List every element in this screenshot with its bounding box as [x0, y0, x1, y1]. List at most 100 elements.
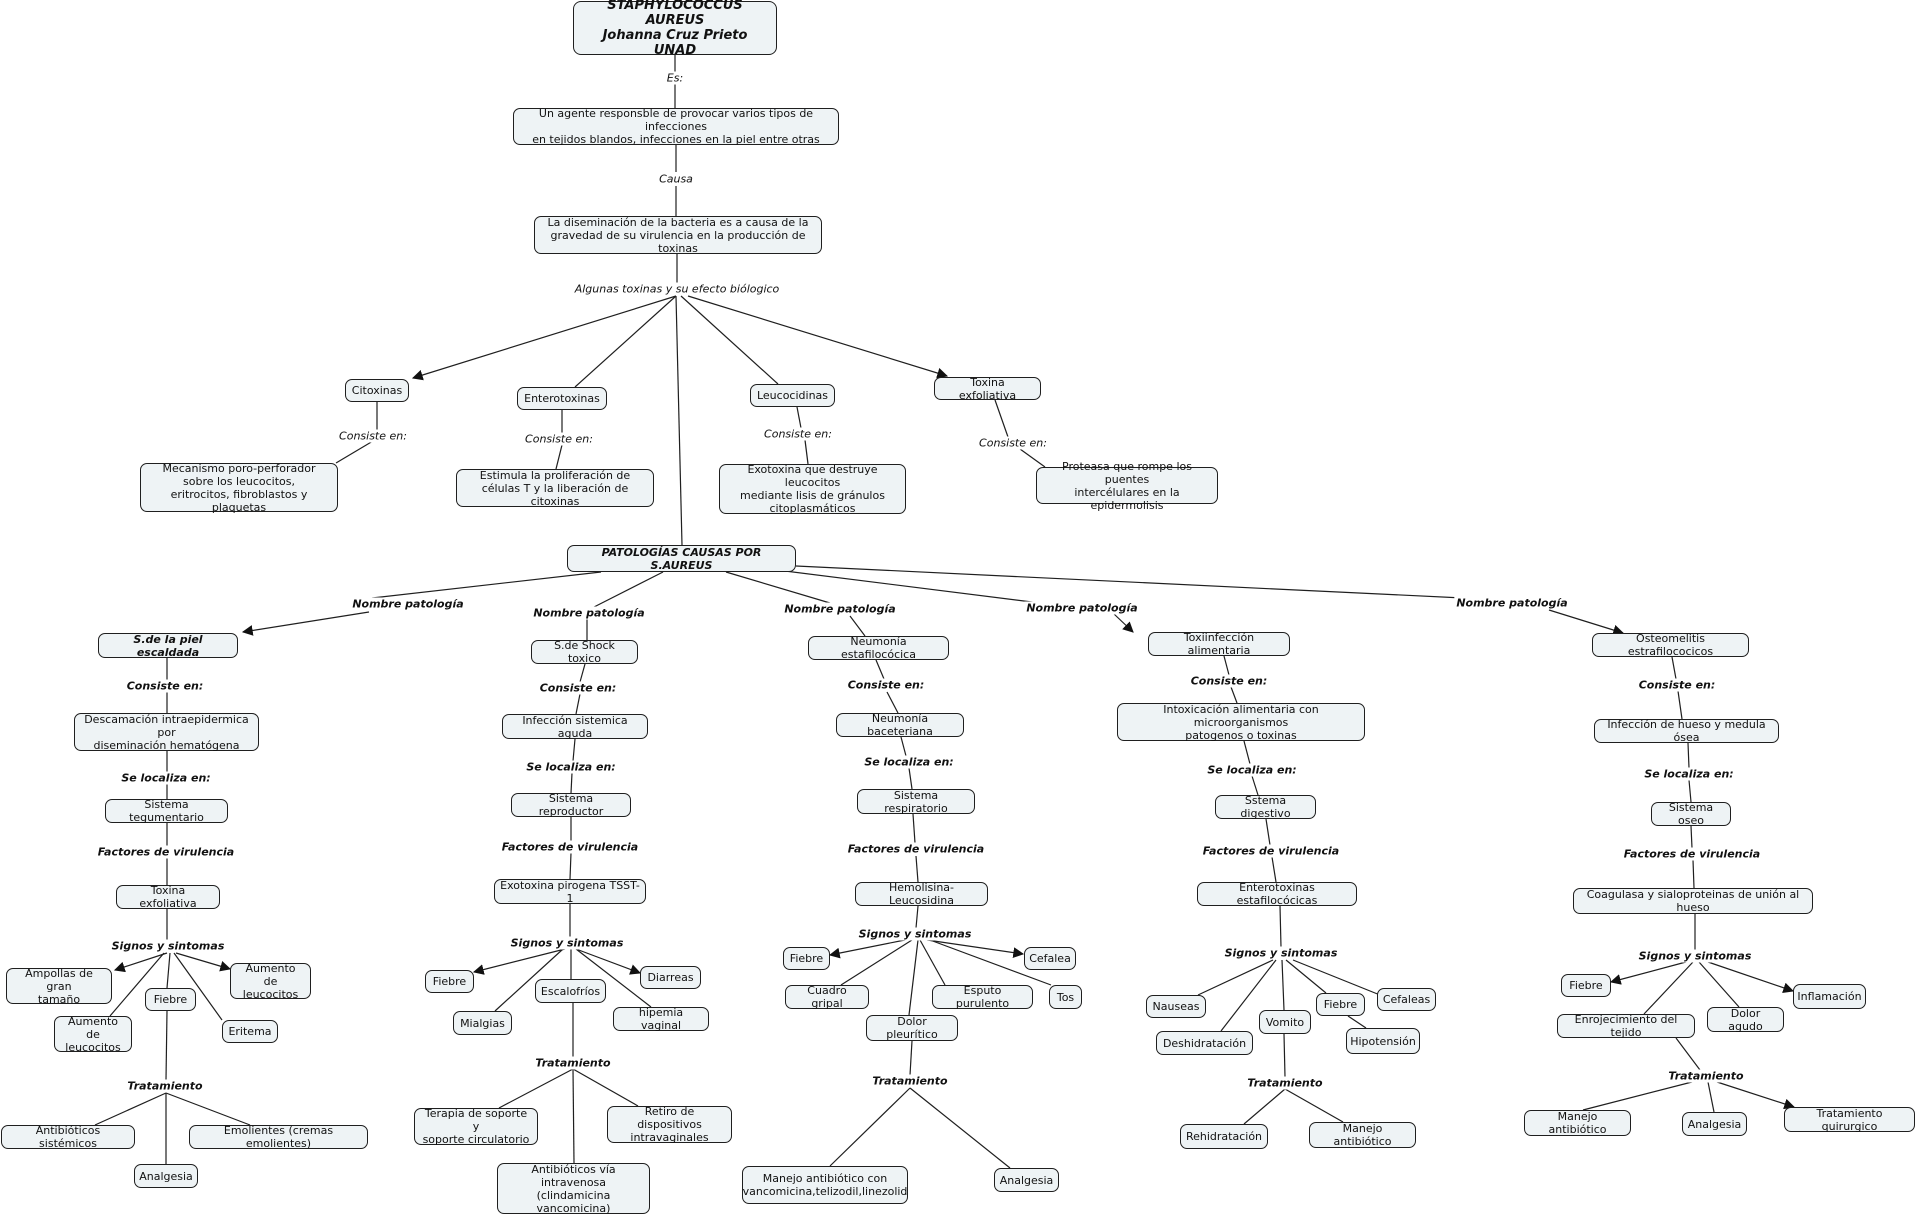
toxina-exfoliativa-node[interactable]: Toxina exfoliativa — [934, 376, 1041, 402]
p4-toxiinfeccion-node[interactable]: Toxiinfección alimentaria — [1148, 631, 1290, 657]
map-title-node[interactable]: STAPHYLOCOCCUS AUREUS Johanna Cruz Priet… — [573, 0, 777, 58]
connector-line — [1609, 961, 1687, 985]
p4-manejo-node[interactable]: Manejo antibiótico — [1309, 1122, 1416, 1148]
p2-exotoxina-pirogena-node[interactable]: Exotoxina pirogena TSST-1 — [494, 879, 646, 905]
p1-fiebre-node[interactable]: Fiebre — [145, 988, 196, 1011]
connector-line — [1271, 856, 1277, 883]
agente-node[interactable]: Un agente responsble de provocar varios … — [513, 107, 839, 146]
connector-line — [926, 939, 1025, 958]
p3-sistema-respiratorio-node[interactable]: Sistema respiratorio — [857, 789, 975, 815]
p1-piel-escaldada-node[interactable]: S.de la piel escaldada — [98, 633, 238, 659]
connector-line — [1113, 613, 1134, 633]
leucocidinas-node[interactable]: Leucocidinas — [750, 384, 835, 407]
connector-line — [900, 736, 907, 757]
connector-line — [1698, 961, 1740, 1008]
p5-infeccion-hueso-node[interactable]: Infección de hueso y medula ósea — [1594, 718, 1779, 744]
p3-cefalea-node[interactable]: Cefalea — [1024, 947, 1076, 970]
p3-esputo-node[interactable]: Esputo purulento — [932, 984, 1033, 1010]
link-label-es: Es: — [664, 71, 686, 85]
connector-line — [572, 1068, 575, 1164]
connector-line — [1582, 1081, 1693, 1111]
proteasa-node[interactable]: Proteasa que rompe los puentes intercélu… — [1036, 460, 1218, 512]
p5-enrojecimiento-node[interactable]: Enrojecimiento del tejido — [1557, 1013, 1695, 1039]
citoxinas-node[interactable]: Citoxinas — [345, 379, 409, 402]
p3-hemolisina-node[interactable]: Hemolisina-Leucosidina — [855, 881, 988, 907]
p2-hipemia-node[interactable]: hipemia vaginal — [613, 1006, 709, 1032]
p4-intoxicacion-node[interactable]: Intoxicación alimentaria con microorgani… — [1117, 703, 1365, 742]
enterotoxinas-node[interactable]: Enterotoxinas — [517, 387, 607, 410]
p3-neumonia-bacteriana-node[interactable]: Neumonía baceteriana — [836, 712, 964, 738]
p5-coagulasa-node[interactable]: Coagulasa y sialoproteinas de unión al h… — [1573, 888, 1813, 914]
p3-neumonia-node[interactable]: Neumonía estafilocócica — [808, 635, 949, 661]
connector-line — [569, 852, 572, 880]
connector-line — [675, 295, 683, 546]
p3-label-signos: Signos y sintomas — [856, 927, 974, 941]
p1-analgesia-node[interactable]: Analgesia — [134, 1164, 198, 1188]
p4-sistema-digestivo-node[interactable]: Sstema digestivo — [1215, 794, 1316, 820]
connector-line — [1675, 1037, 1701, 1071]
p5-dolor-agudo-node[interactable]: Dolor agudo — [1707, 1007, 1784, 1033]
p3-dolor-pleuritico-node[interactable]: Dolor pleurítico — [866, 1015, 958, 1041]
p4-vomito-node[interactable]: Vomito — [1259, 1010, 1311, 1034]
p5-quirurgico-node[interactable]: Tratamiento quirurgico — [1784, 1107, 1915, 1133]
p2-antibioticos-node[interactable]: Antibióticos vía intravenosa (clindamici… — [497, 1163, 650, 1215]
p4-enterotoxinas-node[interactable]: Enterotoxinas estafilocócicas — [1197, 881, 1357, 907]
p1-descamacion-node[interactable]: Descamación intraepidermica por disemina… — [74, 713, 259, 752]
p1-label-localiza: Se localiza en: — [119, 771, 213, 785]
p1-emolientes-node[interactable]: Emolientes (cremas emolientes) — [189, 1124, 368, 1150]
p4-fiebre-node[interactable]: Fiebre — [1316, 993, 1365, 1016]
p3-analgesia-node[interactable]: Analgesia — [994, 1168, 1059, 1192]
p4-label-tratamiento: Tratamiento — [1245, 1076, 1325, 1090]
p5-inflamacion-node[interactable]: Inflamación — [1793, 984, 1866, 1009]
p3-manejo-node[interactable]: Manejo antibiótico con vancomicina,teliz… — [742, 1166, 908, 1204]
p5-fiebre-node[interactable]: Fiebre — [1561, 974, 1611, 997]
p1-aumento-de-leucocitos-node[interactable]: Aumento de leucocitos — [54, 1015, 132, 1054]
p2-mialgias-node[interactable]: Mialgias — [453, 1011, 512, 1035]
p1-toxina-exfoliativa-node[interactable]: Toxina exfoliativa — [116, 884, 220, 910]
connector-line — [411, 295, 677, 381]
p5-manejo-node[interactable]: Manejo antibiótico — [1524, 1110, 1631, 1136]
p2-escalofrios-node[interactable]: Escalofríos — [535, 979, 606, 1003]
p1-eritema-node[interactable]: Eritema — [222, 1020, 278, 1043]
connector-line — [579, 663, 586, 683]
p2-label-consiste: Consiste en: — [537, 681, 619, 695]
p3-fiebre-node[interactable]: Fiebre — [783, 947, 830, 970]
mecanismo-node[interactable]: Mecanismo poro-perforador sobre los leuc… — [140, 462, 338, 514]
connector-line — [1220, 959, 1277, 1032]
p3-tos-node[interactable]: Tos — [1049, 985, 1082, 1009]
p5-osteomelitis-node[interactable]: Osteomelitis estrafilococicos — [1592, 632, 1749, 658]
p4-cefaleas-node[interactable]: Cefaleas — [1377, 988, 1436, 1011]
p2-shock-toxico-node[interactable]: S.de Shock toxico — [531, 639, 638, 665]
p2-retiro-node[interactable]: Retiro de dispositivos intravaginales — [607, 1105, 732, 1144]
p2-terapia-node[interactable]: Terapia de soporte y soporte circulatori… — [414, 1107, 538, 1146]
p4-hipotension-node[interactable]: Hipotensión — [1346, 1028, 1420, 1054]
estimula-node[interactable]: Estimula la proliferación de células T y… — [456, 469, 654, 508]
p2-infeccion-sistemica-node[interactable]: Infección sistemica aguda — [502, 714, 648, 740]
p4-deshidratacion-node[interactable]: Deshidratación — [1156, 1031, 1253, 1055]
p3-label-tratamiento: Tratamiento — [870, 1074, 950, 1088]
p4-nauseas-node[interactable]: Nauseas — [1146, 995, 1206, 1018]
p2-fiebre-node[interactable]: Fiebre — [425, 970, 474, 993]
patologias-node[interactable]: PATOLOGÍAS CAUSAS POR S.AUREUS — [567, 545, 796, 572]
p4-rehidratacion-node[interactable]: Rehidratación — [1180, 1124, 1268, 1149]
exotoxina-leuco-node[interactable]: Exotoxina que destruye leucocitos median… — [719, 463, 906, 515]
diseminacion-node[interactable]: La diseminación de la bacteria es a caus… — [534, 216, 822, 255]
connector-line — [498, 1068, 574, 1109]
p1-ampollas-node[interactable]: Ampollas de gran tamaño — [6, 967, 112, 1006]
p1-sistema-tegumentario-node[interactable]: Sistema tegumentario — [105, 798, 228, 824]
connector-line — [166, 952, 171, 989]
p5-analgesia-node[interactable]: Analgesia — [1682, 1112, 1747, 1136]
connector-line — [1019, 448, 1046, 468]
p3-label-factores: Factores de virulencia — [845, 842, 987, 856]
p5-sistema-oseo-node[interactable]: Sistema oseo — [1651, 801, 1731, 827]
p1-antibioticos-node[interactable]: Antibióticos sistémicos — [1, 1124, 135, 1150]
connector-line — [575, 948, 642, 975]
connector-line — [912, 813, 916, 844]
p2-diarreas-node[interactable]: Diarreas — [640, 966, 701, 989]
connector-line — [795, 565, 1464, 599]
p5-label-signos: Signos y sintomas — [1636, 949, 1754, 963]
p3-cuadro-gripal-node[interactable]: Cuadro gripal — [785, 984, 869, 1010]
p4-label-signos: Signos y sintomas — [1222, 946, 1340, 960]
p2-sistema-reproductor-node[interactable]: Sistema reproductor — [511, 792, 631, 818]
p1-aumento-leucocitos-node[interactable]: Aumento de leucocitos — [230, 962, 311, 1001]
